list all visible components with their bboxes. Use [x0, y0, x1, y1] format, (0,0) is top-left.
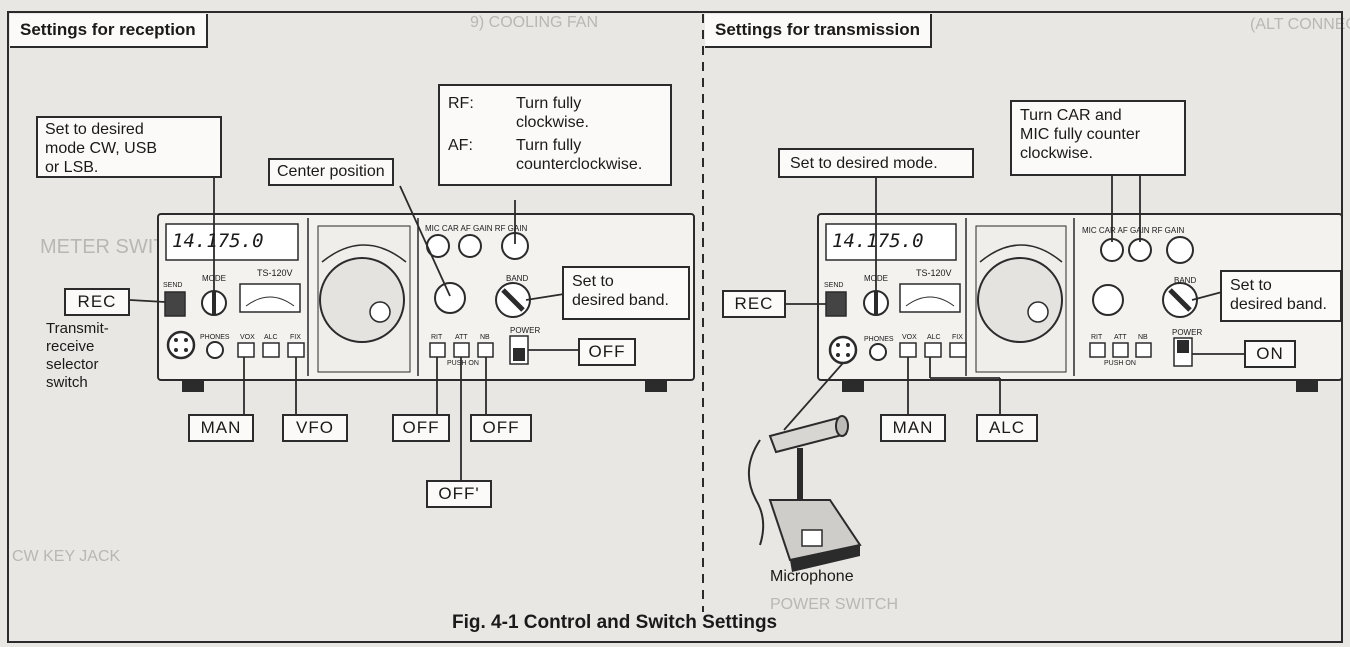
send-rec-switch	[825, 291, 847, 317]
alc-label: ALC	[264, 334, 278, 341]
rit-knob	[434, 282, 466, 314]
power-label: POWER	[1172, 328, 1203, 337]
nb-label: NB	[1138, 334, 1148, 341]
frequency-readout: 14.175.0	[172, 230, 264, 252]
nb-label: NB	[480, 334, 490, 341]
leader-lines-right	[783, 176, 1244, 431]
car-knob	[458, 234, 482, 258]
microphone-label: Microphone	[770, 568, 854, 585]
rit-label: RIT	[1091, 334, 1103, 341]
reception-band-callout: Set to desired band.	[562, 266, 690, 320]
att-label: ATT	[455, 334, 468, 341]
meter	[899, 283, 961, 313]
transmission-band-callout: Set to desired band.	[1220, 270, 1342, 322]
transmission-alc-label: ALC	[976, 414, 1038, 442]
reception-nb-off-label: OFF	[470, 414, 532, 442]
band-label: BAND	[1174, 276, 1197, 285]
phones-label: PHONES	[200, 334, 230, 341]
band-label: BAND	[506, 274, 529, 283]
reception-att-off-label: OFF'	[426, 480, 492, 508]
push-on-label: PUSH ON	[1104, 360, 1136, 367]
meter	[239, 283, 301, 313]
phones-label: PHONES	[864, 336, 894, 343]
mode-label: MODE	[864, 274, 888, 283]
power-label: POWER	[510, 326, 541, 335]
reception-mode-callout: Set to desired mode CW, USB or LSB.	[36, 116, 222, 178]
att-label: ATT	[1114, 334, 1127, 341]
microphone-drawing	[747, 415, 862, 572]
radio-left	[157, 213, 695, 392]
send-label: SEND	[163, 282, 183, 289]
phones-jack	[869, 343, 887, 361]
transmission-power-on-label: ON	[1244, 340, 1296, 368]
model-label: TS-120V	[916, 268, 952, 278]
reception-rec-label: REC	[64, 288, 130, 316]
mic-connector	[166, 330, 196, 360]
center-position-callout: Center position	[268, 158, 394, 186]
rit-knob	[1092, 284, 1124, 316]
figure-caption: Fig. 4-1 Control and Switch Settings	[452, 612, 778, 633]
vox-label: VOX	[902, 334, 917, 341]
frequency-display	[165, 223, 299, 261]
rf-value: Turn fully clockwise.	[516, 95, 589, 131]
reception-man-label: MAN	[188, 414, 254, 442]
rit-label: RIT	[431, 334, 443, 341]
alc-label: ALC	[927, 334, 941, 341]
send-rec-switch	[164, 291, 186, 317]
af-value: Turn fully counterclockwise.	[516, 137, 643, 173]
transmission-mode-callout: Set to desired mode.	[778, 148, 974, 178]
leader-lines-left	[129, 176, 578, 480]
panel-top-label: MIC CAR AF GAIN RF GAIN	[1082, 226, 1185, 235]
radio-right	[817, 213, 1343, 392]
vox-label: VOX	[240, 334, 255, 341]
reception-vfo-label: VFO	[282, 414, 348, 442]
af-rf-gain-knob	[1166, 236, 1194, 264]
car-knob	[1128, 238, 1152, 262]
transmission-section-header: Settings for transmission	[705, 14, 932, 48]
fix-label: FIX	[952, 334, 963, 341]
send-label: SEND	[824, 282, 844, 289]
model-label: TS-120V	[257, 268, 293, 278]
push-on-label: PUSH ON	[447, 360, 479, 367]
reception-power-off-label: OFF	[578, 338, 636, 366]
reception-rit-off-label: OFF	[392, 414, 450, 442]
fix-label: FIX	[290, 334, 301, 341]
mic-knob	[1100, 238, 1124, 262]
selector-switch-note: Transmit- receive selector switch	[46, 320, 109, 391]
af-key: AF:	[448, 137, 473, 154]
mic-connector	[828, 335, 858, 365]
phones-jack	[206, 341, 224, 359]
transmission-man-label: MAN	[880, 414, 946, 442]
mode-label: MODE	[202, 274, 226, 283]
frequency-display	[825, 223, 957, 261]
transmission-rec-label: REC	[722, 290, 786, 318]
rf-af-callout: RF: Turn fully clockwise. AF: Turn fully…	[438, 84, 672, 186]
vfo-dial	[977, 257, 1063, 343]
car-mic-callout: Turn CAR and MIC fully counter clockwise…	[1010, 100, 1186, 176]
reception-section-header: Settings for reception	[10, 14, 208, 48]
panel-top-label: MIC CAR AF GAIN RF GAIN	[425, 224, 528, 233]
frequency-readout: 14.175.0	[832, 230, 924, 252]
vfo-dial	[319, 257, 405, 343]
rf-key: RF:	[448, 95, 474, 112]
